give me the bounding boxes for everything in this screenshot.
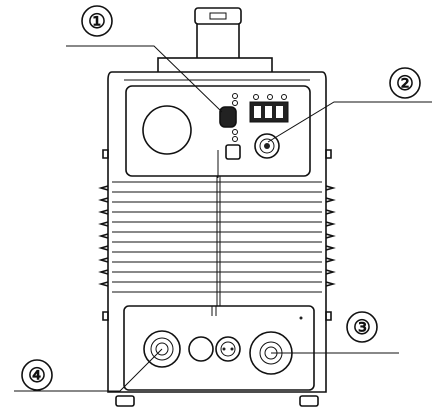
leader-line-4 — [14, 348, 163, 392]
control-socket — [215, 336, 241, 362]
callout-2: ② — [389, 67, 421, 99]
callout-3: ③ — [346, 311, 378, 343]
control-panel — [125, 85, 311, 178]
carry-handle — [157, 7, 273, 75]
leader-line-1 — [66, 45, 223, 113]
callout-1-label: ① — [88, 11, 106, 33]
terminal-panel — [123, 305, 315, 391]
callout-3-label: ③ — [353, 317, 371, 339]
ventilation-grille — [98, 149, 336, 321]
leader-line-2 — [267, 101, 432, 143]
display-dial — [142, 105, 192, 155]
gas-outlet — [188, 336, 214, 362]
control-knob — [219, 106, 237, 128]
callout-2-label: ② — [396, 73, 414, 95]
callout-4: ④ — [21, 359, 53, 391]
mode-indicator — [225, 144, 241, 160]
callout-1: ① — [81, 5, 113, 37]
callout-4-label: ④ — [28, 365, 46, 387]
